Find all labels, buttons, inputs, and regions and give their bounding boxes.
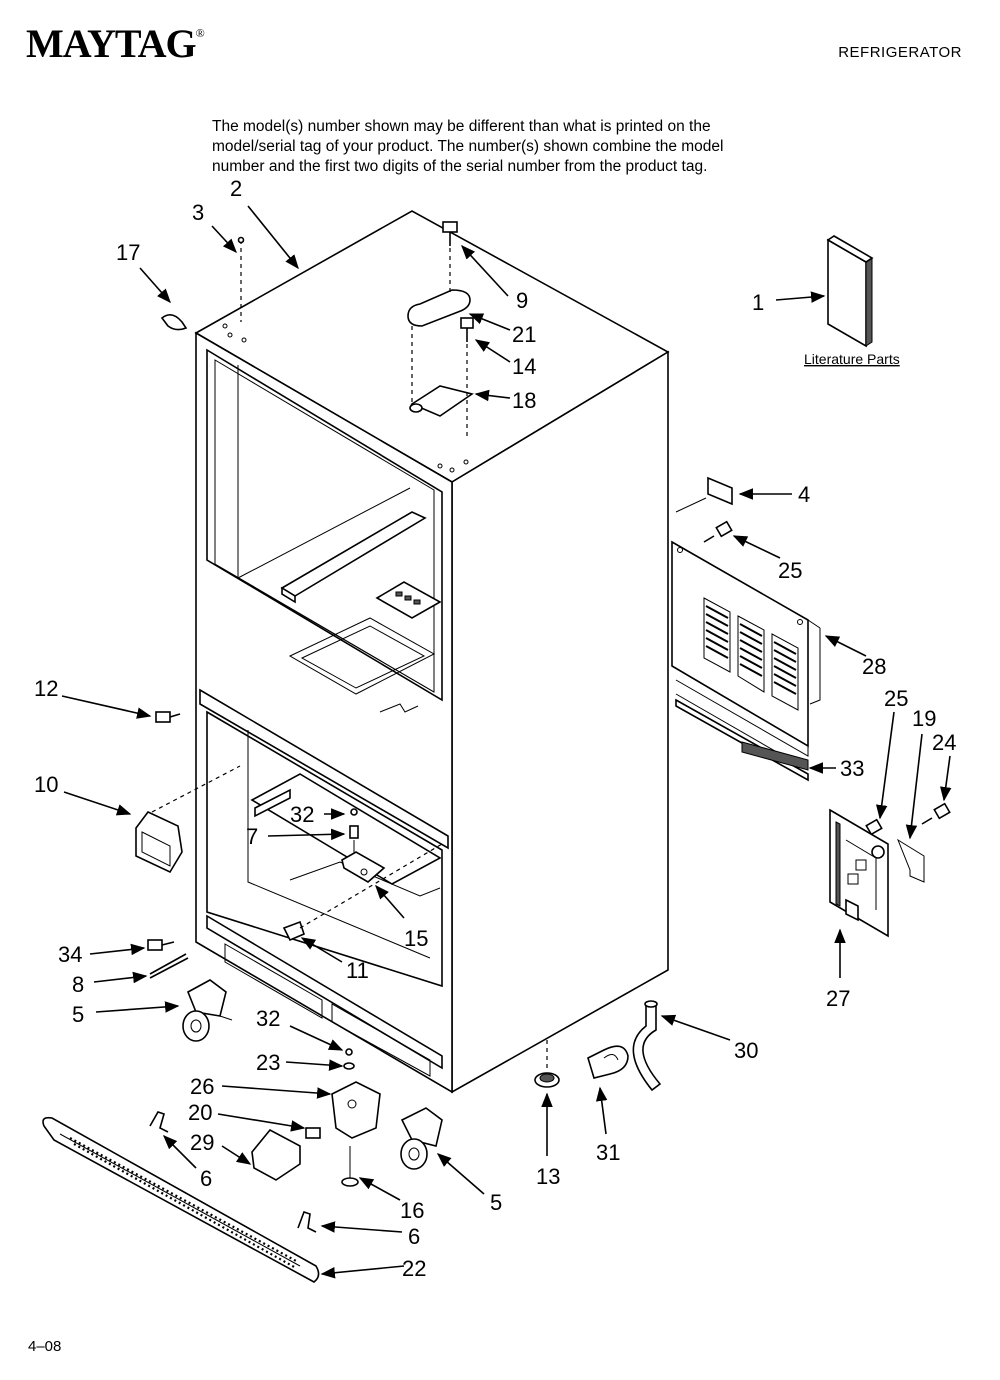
note-line: model/serial tag of your product. The nu…: [212, 138, 724, 155]
callout-14: 14: [512, 354, 536, 379]
callout-11: 11: [346, 958, 369, 983]
callout-26: 26: [190, 1074, 214, 1099]
callout-labels: 2 3 17 9 21 14 18 1 4 25 28 25 19 24 33 …: [34, 176, 956, 1281]
clip-6-right: [297, 1210, 317, 1233]
callout-23: 23: [256, 1050, 280, 1075]
part-31-clamp: [587, 1045, 629, 1079]
part-30-drain-tube: [632, 1000, 662, 1092]
part-13-plug: [534, 1040, 560, 1088]
callout-32-lower: 32: [256, 1006, 280, 1031]
part-4-label: [707, 476, 733, 506]
callout-25-upper: 25: [778, 558, 802, 583]
callout-27: 27: [826, 986, 850, 1011]
callout-3: 3: [192, 200, 204, 225]
screw-34: [147, 939, 175, 951]
callout-32-upper: 32: [290, 802, 314, 827]
callout-7: 7: [246, 824, 258, 849]
clip-6-left: [149, 1111, 169, 1133]
page-code: 4–08: [28, 1338, 62, 1355]
callout-29: 29: [190, 1130, 214, 1155]
screw-25-upper: [703, 520, 733, 543]
callout-13: 13: [536, 1164, 560, 1189]
bolt-8: [149, 953, 189, 979]
callout-1: 1: [752, 290, 764, 315]
callout-31: 31: [596, 1140, 620, 1165]
callout-5-left: 5: [72, 1002, 84, 1027]
literature-booklet: [826, 235, 874, 348]
model-note: The model(s) number shown may be differe…: [212, 117, 812, 177]
registered-mark: ®: [195, 26, 205, 40]
callout-12: 12: [34, 676, 58, 701]
part-27-control-bracket: [829, 808, 925, 938]
part-33-gasket: [741, 741, 809, 771]
note-line: The model(s) number shown may be differe…: [212, 118, 711, 135]
caster-right: [400, 1107, 443, 1170]
callout-4: 4: [798, 482, 810, 507]
callout-34: 34: [58, 942, 82, 967]
callout-2: 2: [230, 176, 242, 201]
callout-5-right: 5: [490, 1190, 502, 1215]
callout-10: 10: [34, 772, 58, 797]
callout-28: 28: [862, 654, 886, 679]
screw-12: [155, 711, 181, 723]
part-3-screw: [237, 236, 245, 244]
top-hinge-assembly: [407, 221, 474, 440]
note-line: number and the first two digits of the s…: [212, 158, 708, 175]
brand-name: MAYTAG: [26, 21, 197, 66]
callout-6-right: 6: [408, 1224, 420, 1249]
cabinet: [194, 210, 670, 1094]
callout-18: 18: [512, 388, 536, 413]
callout-6-left: 6: [200, 1166, 212, 1191]
callout-24: 24: [932, 730, 956, 755]
lower-hinge-parts: [282, 808, 443, 942]
screw-24: [921, 802, 951, 825]
callout-9: 9: [516, 288, 528, 313]
callout-16: 16: [400, 1198, 424, 1223]
callout-20: 20: [188, 1100, 212, 1125]
brand-logo: MAYTAG®: [26, 20, 205, 67]
category-title: REFRIGERATOR: [838, 44, 962, 61]
literature-parts-label: Literature Parts: [804, 351, 900, 367]
part-10-cover: [135, 765, 241, 874]
callout-22: 22: [402, 1256, 426, 1281]
callout-8: 8: [72, 972, 84, 997]
caster-left: [182, 979, 233, 1042]
callout-21: 21: [512, 322, 536, 347]
callout-33: 33: [840, 756, 864, 781]
leveler-parts: [251, 1048, 381, 1187]
callout-15: 15: [404, 926, 428, 951]
callout-19: 19: [912, 706, 936, 731]
part-17: [160, 314, 188, 331]
callout-25-lower: 25: [884, 686, 908, 711]
part-28-access-cover: [671, 540, 821, 771]
part-22-toe-grille: [42, 1116, 320, 1283]
callout-leaders: [61, 205, 952, 1279]
callout-30: 30: [734, 1038, 758, 1063]
callout-17: 17: [116, 240, 140, 265]
